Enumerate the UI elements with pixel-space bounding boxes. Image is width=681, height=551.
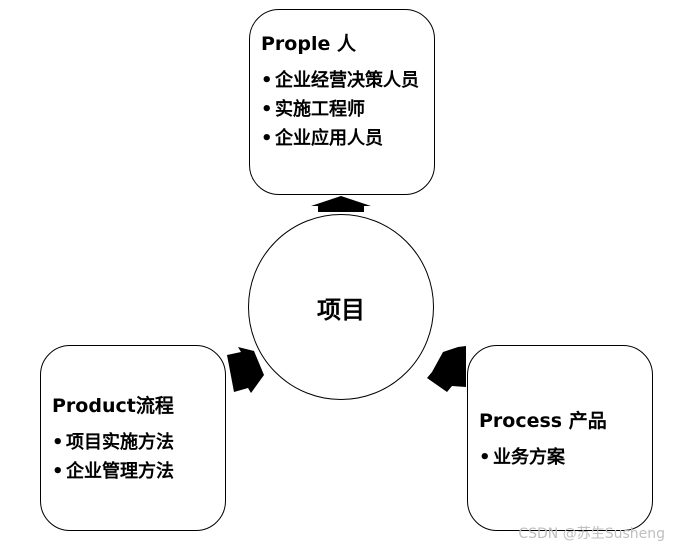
process-list: 业务方案	[479, 443, 649, 472]
people-item: 实施工程师	[261, 97, 426, 122]
people-title: Prople 人	[261, 33, 356, 55]
people-list: 企业经营决策人员 实施工程师 企业应用人员	[261, 68, 426, 155]
watermark: CSDN @苏生Susheng	[518, 526, 665, 542]
people-item: 企业应用人员	[261, 126, 426, 151]
product-title: Product流程	[52, 395, 174, 417]
arrow-to-product	[227, 347, 264, 393]
arrow-to-process	[427, 346, 466, 392]
arrow-to-people	[311, 196, 371, 212]
people-box: Prople 人 企业经营决策人员 实施工程师 企业应用人员	[249, 9, 435, 195]
product-box: Product流程 项目实施方法 企业管理方法	[40, 345, 226, 531]
process-title: Process 产品	[479, 410, 607, 432]
people-item: 企业经营决策人员	[261, 68, 426, 93]
process-box: Process 产品 业务方案	[467, 345, 653, 531]
product-item: 项目实施方法	[52, 428, 222, 457]
project-label: 项目	[317, 295, 365, 324]
product-item: 企业管理方法	[52, 457, 222, 486]
product-list: 项目实施方法 企业管理方法	[52, 428, 222, 486]
project-circle: 项目	[248, 214, 434, 400]
process-item: 业务方案	[479, 443, 649, 472]
